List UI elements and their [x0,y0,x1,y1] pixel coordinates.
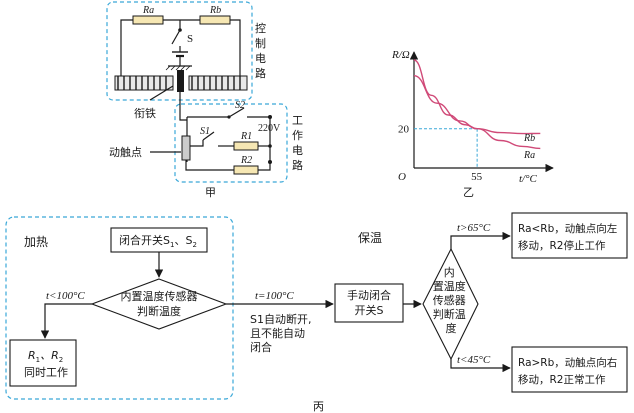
coil-right-windings [191,76,241,90]
arrow-to-bottom-result [450,359,511,373]
armature [177,70,184,92]
pivot-hatch [165,65,191,71]
condition-eq100: t=100°C [255,290,294,302]
caption-bing: 丙 [313,400,324,413]
switch-s-pivot [178,28,182,32]
label-r1: R1 [240,131,252,142]
resistance-temperature-graph: R/Ω t/°C O 20 55 Rb Ra 乙 [391,49,554,199]
box-both-work-line1: R1、R2 [28,349,63,364]
box-result-top-line2: 移动，R2停止工作 [518,239,606,252]
label-r2: R2 [240,155,252,166]
box-result-bottom-line2: 移动，R2正常工作 [518,373,606,386]
condition-lt45: t<45°C [457,354,491,366]
box-result-top [511,212,628,259]
label-rb: Rb [209,5,221,16]
armature-pointer [149,85,174,101]
x-tick-55: 55 [471,171,483,183]
label-contact: 动触点 [109,145,142,159]
arrow-to-both-work [40,303,92,339]
label-s1: S1 [200,126,210,137]
switch-s-blade [171,29,181,45]
label-s: S [187,33,193,45]
box-manual-close-line1: 手动闭合 [347,288,391,302]
box-manual-close [334,283,404,323]
curve-rb [413,75,541,135]
resistor-ra [132,15,164,25]
label-s2: S2 [235,100,245,111]
label-ra: Ra [142,5,154,16]
s1-note: S1自动断开, 且不能自动 闭合 [250,312,315,354]
r2-wire-right [258,162,271,171]
x-axis-label: t/°C [519,173,538,185]
origin-label: O [398,171,406,183]
y-tick-20: 20 [398,124,410,136]
box-both-work-line2: 同时工作 [24,366,68,379]
control-circuit-label: 控 制 电 路 [255,21,270,80]
box-both-work [9,339,77,387]
box-manual-close-line2: 开关S [355,303,384,317]
box-close-switches [110,227,208,253]
legend-ra: Ra [523,150,535,161]
armature-rod [179,92,187,121]
terminal-bottom [268,160,272,164]
caption-yi: 乙 [463,186,474,199]
label-keep-warm: 保温 [358,231,382,245]
arrow-to-top-result [450,231,511,249]
switch-s2-blade [228,107,245,118]
flowchart: 加热 闭合开关S1、S2 内置温度传感器 判断温度 t<100°C R1、R2 … [5,212,628,413]
y-axis-label: R/Ω [391,49,410,61]
switch-s1-blade [202,131,215,141]
box-result-bottom-line1: Ra>Rb，动触点向右 [518,356,617,369]
box-close-switches-text: 闭合开关S1、S2 [119,233,197,249]
switch-s2-pivot [227,115,231,119]
curve-ra [413,59,541,150]
work-circuit-label: 工 作 电 路 [292,114,307,172]
condition-gt65: t>65°C [457,222,491,234]
decision-left [90,278,228,330]
decision-left-line1: 内置温度传感器 [121,289,198,303]
contact-wire [185,160,190,171]
moving-contact [181,135,191,161]
circuit-diagram: Ra Rb S 衔铁 控 制 电 路 [106,1,307,199]
heating-stage-boundary [5,216,234,400]
coil-left-windings [117,76,167,90]
work-circuit-boundary [174,103,288,183]
box-result-bottom [511,346,628,393]
resistor-rb [199,15,231,25]
condition-lt100: t<100°C [46,290,85,302]
s1-wire [190,140,204,147]
label-armature: 衔铁 [134,107,156,120]
terminal-top [268,115,272,119]
node-r1 [268,144,272,148]
decision-right-text: 内 置温度 传感器 判断温 度 [433,265,470,335]
box-result-top-line1: Ra<Rb，动触点向左 [518,222,617,235]
label-heating: 加热 [24,235,48,249]
decision-left-line2: 判断温度 [137,304,181,318]
resistor-r1 [233,141,259,151]
resistor-r2 [233,165,259,175]
caption-jia: 甲 [205,186,216,199]
legend-rb: Rb [523,133,535,144]
label-220v: 220V [258,123,281,134]
